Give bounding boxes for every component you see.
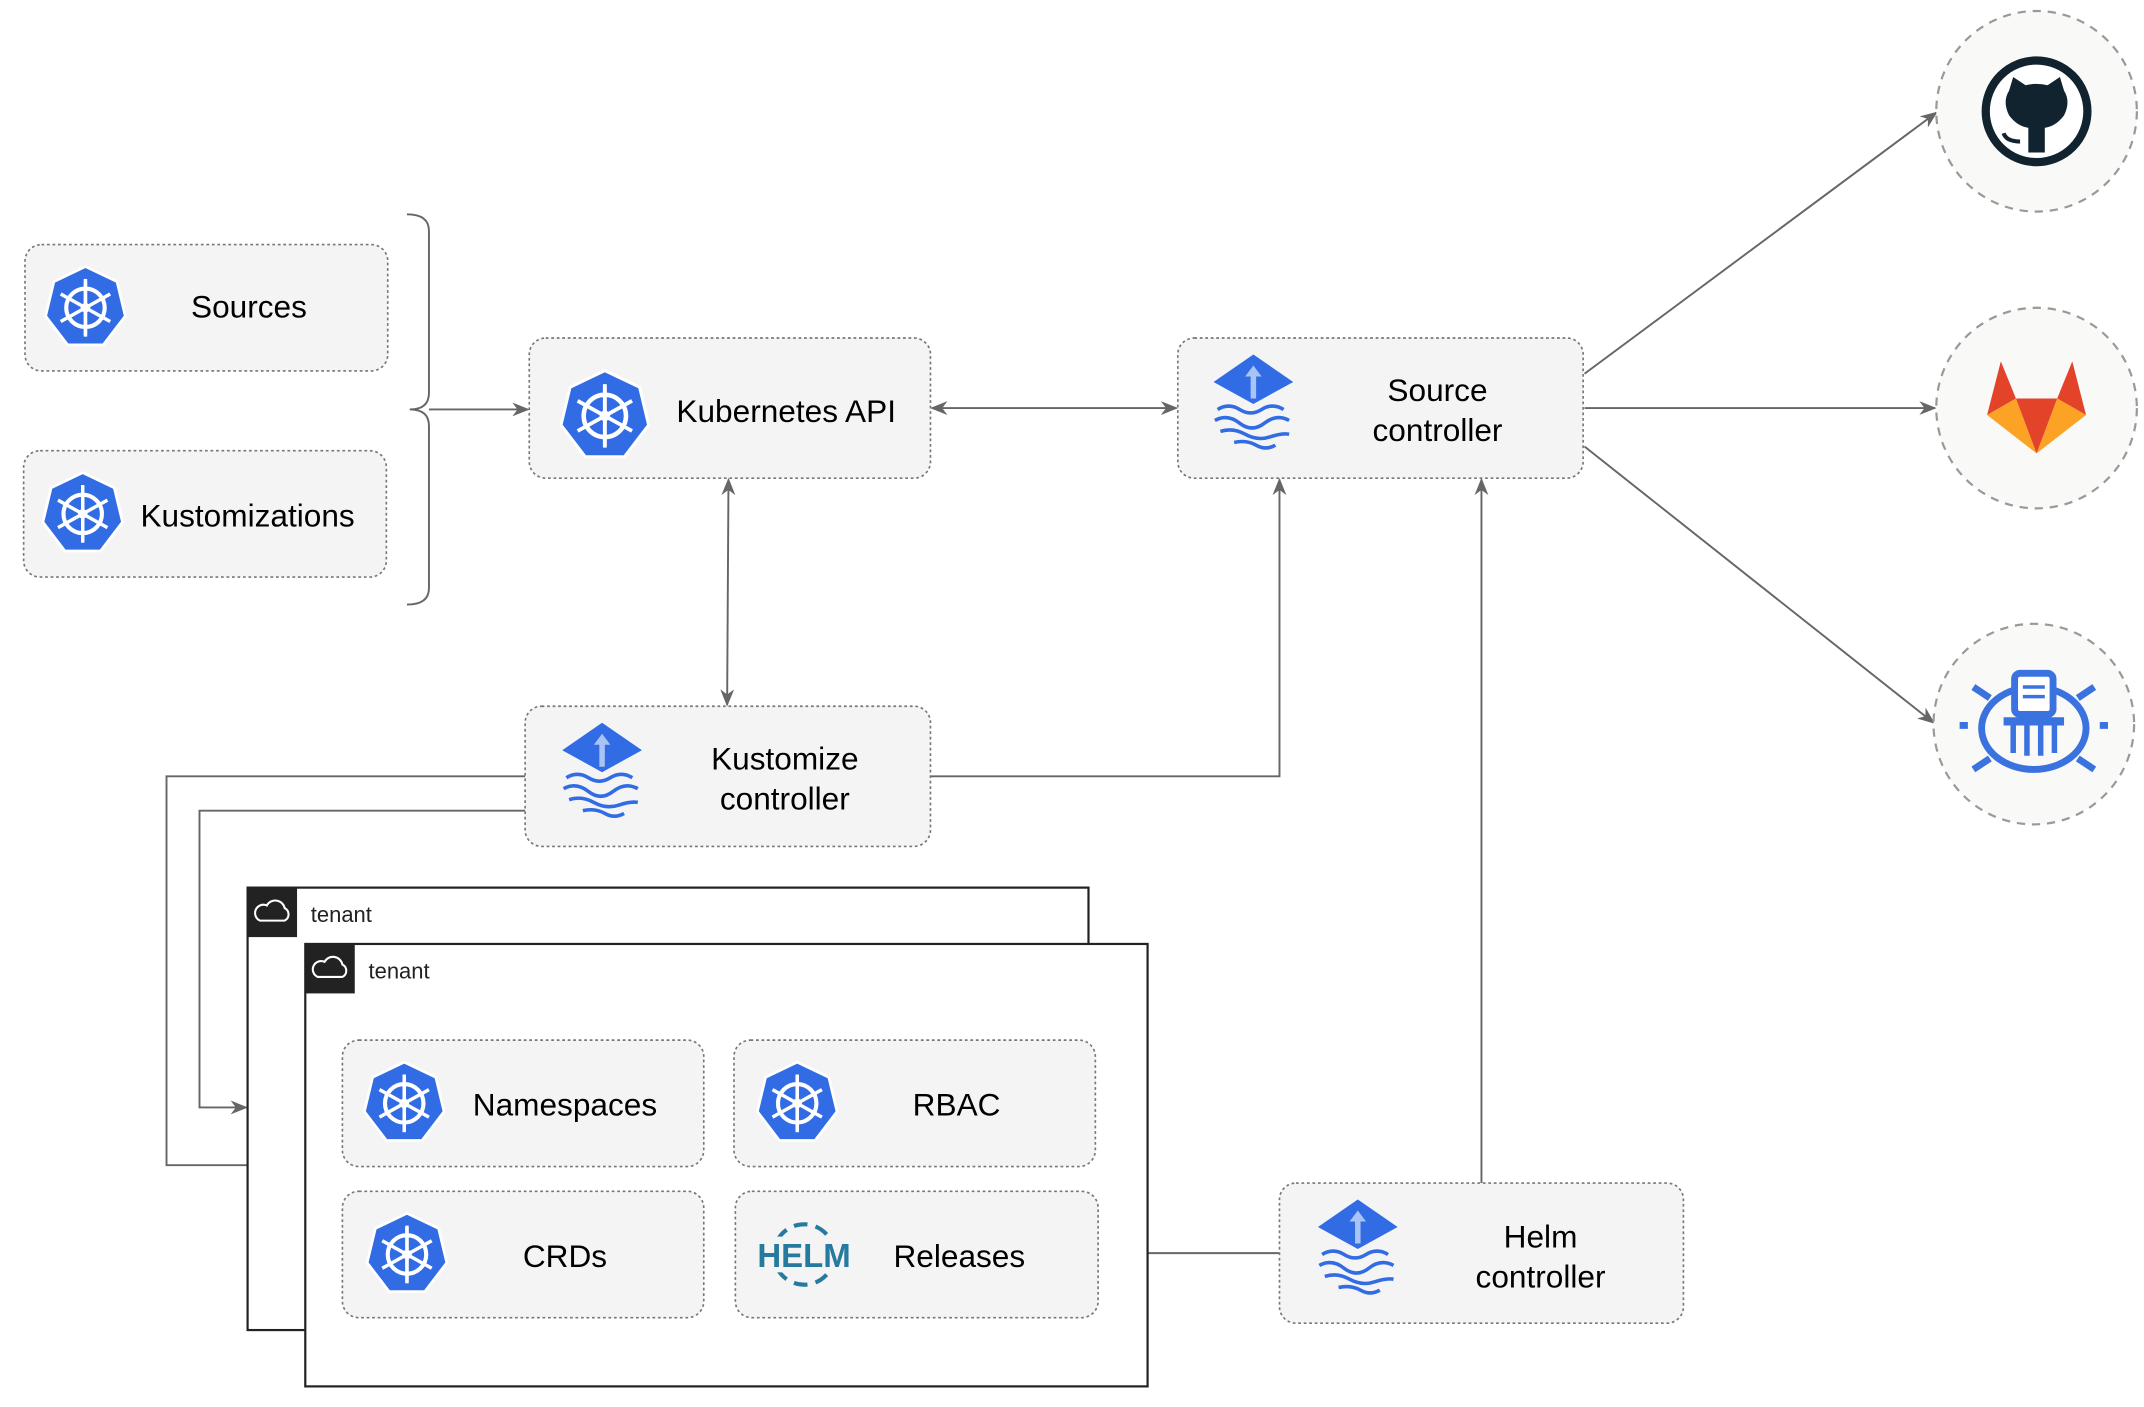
edge-kustomize-to-tenant-front (165, 775, 526, 1173)
gitlab-icon (1987, 361, 2087, 454)
source-controller-label-line2: controller (1373, 412, 1503, 448)
crds-node[interactable]: CRDs (341, 1190, 705, 1319)
kustomize-controller-label-line2: controller (720, 780, 850, 816)
source-controller-label-line1: Source (1387, 372, 1487, 408)
svg-text:HELM: HELM (757, 1237, 850, 1274)
github-node[interactable] (1935, 9, 2138, 213)
helm-icon: HELM (757, 1222, 851, 1287)
sources-label: Sources (191, 288, 307, 324)
edge-kustomize-to-source (930, 477, 1287, 778)
tenant-label: tenant (369, 958, 430, 983)
gitlab-node[interactable] (1935, 306, 2138, 510)
kustomizations-node[interactable]: Kustomizations (22, 449, 388, 578)
edge-kustomize-to-tenant-back (198, 809, 526, 1115)
sources-node[interactable]: Sources (24, 243, 389, 372)
edge-source-to-github (1583, 111, 1938, 375)
source-controller-node[interactable]: Source controller (1176, 337, 1584, 479)
helm-controller-node[interactable]: Helm controller (1278, 1182, 1685, 1325)
edge-source-to-harbor (1583, 445, 1935, 724)
crds-label: CRDs (523, 1238, 607, 1274)
tenant-label: tenant (311, 902, 372, 927)
brace (406, 213, 430, 606)
kubernetes-api-label: Kubernetes API (676, 393, 896, 429)
harbor-icon (1959, 669, 2109, 773)
kustomizations-label: Kustomizations (140, 497, 354, 533)
kustomize-controller-label-line1: Kustomize (711, 740, 858, 776)
github-icon (1981, 56, 2092, 167)
kustomize-controller-node[interactable]: Kustomize controller (524, 705, 932, 848)
namespaces-node[interactable]: Namespaces (341, 1039, 705, 1168)
helm-controller-label-line2: controller (1476, 1258, 1606, 1294)
kubernetes-api-node[interactable]: Kubernetes API (528, 337, 932, 479)
releases-node[interactable]: HELM Releases (734, 1190, 1099, 1319)
edge-api-kustomize (720, 477, 736, 707)
rbac-label: RBAC (913, 1087, 1001, 1123)
namespaces-label: Namespaces (473, 1087, 657, 1123)
harbor-node[interactable] (1932, 622, 2136, 826)
rbac-node[interactable]: RBAC (733, 1039, 1097, 1168)
helm-controller-label-line1: Helm (1504, 1219, 1578, 1255)
releases-label: Releases (893, 1238, 1025, 1274)
